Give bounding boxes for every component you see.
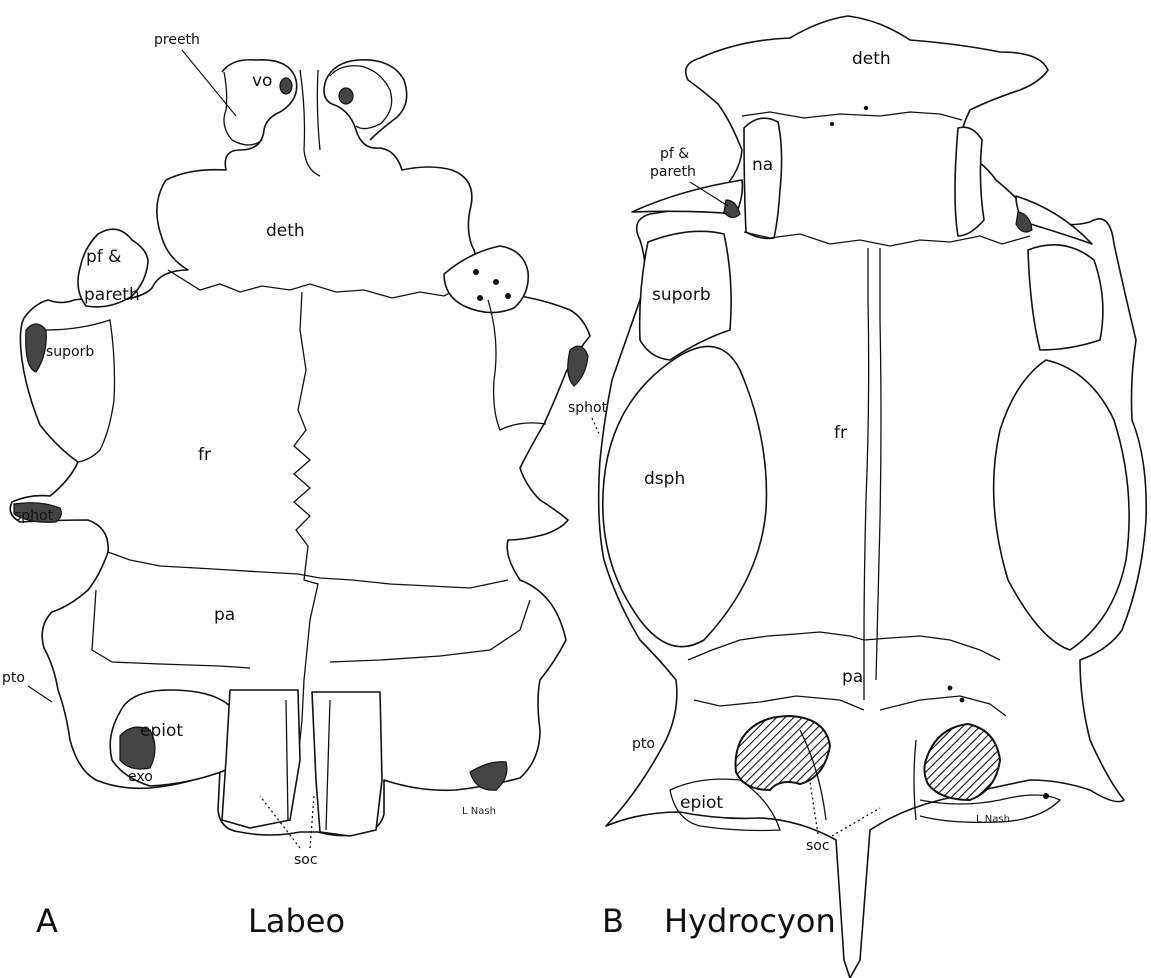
hydrocyon-nasal-right — [955, 127, 984, 236]
hydrocyon-pore-3 — [948, 686, 953, 691]
labeo-name: Labeo — [248, 902, 345, 940]
labeo-pore-1 — [473, 269, 479, 275]
hydrocyon-label-na: na — [752, 155, 773, 175]
hydrocyon-label-suporb: suporb — [652, 285, 711, 305]
labeo-pore-2 — [493, 279, 499, 285]
labeo-skull: preeth vo deth pf & pareth suporb fr sph… — [2, 32, 590, 940]
labeo-label-pa: pa — [214, 605, 235, 625]
hydrocyon-label-epiot: epiot — [680, 793, 723, 813]
labeo-label-deth: deth — [266, 221, 305, 241]
labeo-label-pf-1: pf & — [86, 247, 121, 267]
hydrocyon-label-pto: pto — [632, 736, 655, 752]
labeo-leader-preeth — [182, 50, 236, 116]
hydrocyon-pore-5 — [1043, 793, 1049, 799]
hydrocyon-label-fr: fr — [834, 423, 847, 443]
labeo-supraoccipital-crest — [312, 692, 382, 836]
labeo-label-soc: soc — [294, 852, 318, 868]
hydrocyon-label-deth: deth — [852, 49, 891, 69]
hydrocyon-pore-2 — [830, 122, 834, 126]
labeo-pore-3 — [505, 293, 511, 299]
labeo-pore-4 — [477, 295, 483, 301]
hydrocyon-label-pf-2: pareth — [650, 164, 696, 180]
hydrocyon-signature: L Nash — [976, 814, 1010, 825]
hydrocyon-suporb-right — [1028, 245, 1103, 350]
labeo-label-epiot: epiot — [140, 721, 183, 741]
hydrocyon-label-dsph: dsph — [644, 469, 685, 489]
hydrocyon-label-sphot: sphot — [568, 400, 608, 416]
labeo-label-pto: pto — [2, 670, 25, 686]
labeo-skull-outline — [10, 60, 590, 836]
labeo-foramen-left — [280, 78, 292, 94]
hydrocyon-label-pf-1: pf & — [660, 146, 689, 162]
labeo-label-preeth: preeth — [154, 32, 200, 48]
hydrocyon-skull: deth na pf & pareth suporb sphot fr dsph… — [568, 16, 1146, 978]
labeo-leader-pto — [28, 686, 52, 702]
hydrocyon-leader-sphot — [592, 418, 600, 436]
labeo-signature: L Nash — [462, 806, 496, 817]
labeo-letter: A — [36, 902, 58, 940]
labeo-label-fr: fr — [198, 445, 211, 465]
hydrocyon-name: Hydrocyon — [664, 902, 836, 940]
labeo-foramen-right — [339, 88, 353, 104]
hydrocyon-pore-1 — [864, 106, 868, 110]
hydrocyon-label-pa: pa — [842, 667, 863, 687]
hydrocyon-label-soc: soc — [806, 838, 830, 854]
hydrocyon-pore-4 — [960, 698, 965, 703]
labeo-label-suporb: suporb — [46, 344, 94, 360]
labeo-label-pf-2: pareth — [84, 285, 140, 305]
hydrocyon-nasal-left — [744, 118, 782, 238]
labeo-label-vo: vo — [252, 71, 272, 91]
hydrocyon-letter: B — [602, 902, 624, 940]
labeo-label-sphot: sphot — [14, 508, 54, 524]
labeo-label-exo: exo — [128, 769, 153, 785]
labeo-orbit-shade-right — [568, 346, 588, 386]
